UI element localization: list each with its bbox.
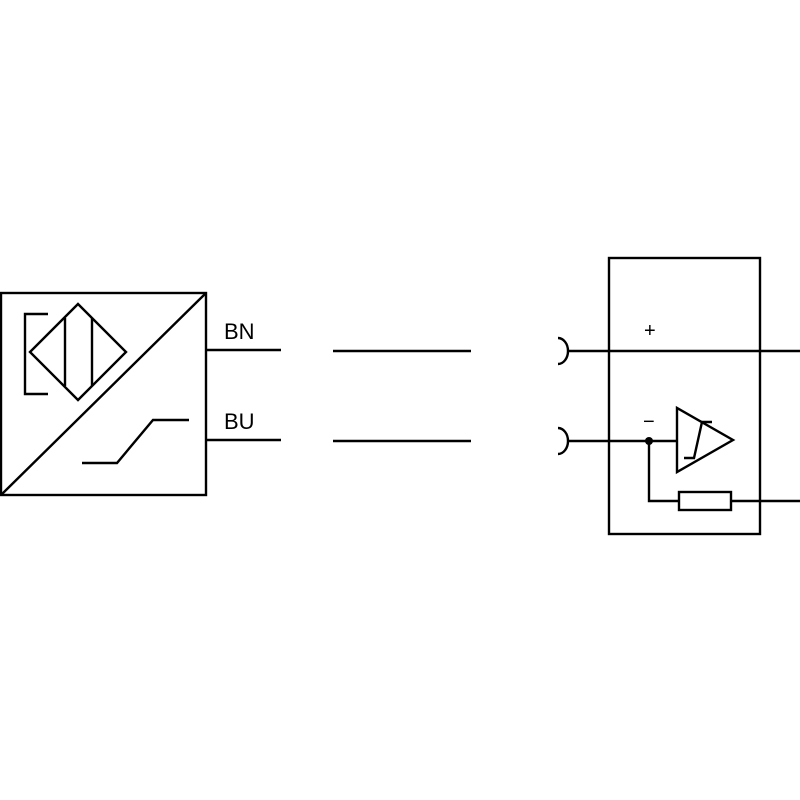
amplifier-box xyxy=(607,256,762,536)
sensor-body xyxy=(0,291,208,497)
sensor-diamond-icon xyxy=(28,302,128,402)
bu-wire-label: BU xyxy=(224,409,255,434)
hysteresis-icon xyxy=(684,420,712,460)
bn-wire-label: BN xyxy=(224,319,255,344)
minus-connector-icon xyxy=(557,426,570,456)
minus-sign: − xyxy=(643,411,655,433)
resistor-icon xyxy=(677,490,733,512)
sensor-diagonal xyxy=(0,292,207,496)
comparator-icon xyxy=(675,405,736,475)
plus-sign: + xyxy=(644,320,656,342)
resistor-branch-line xyxy=(647,441,679,503)
sensor-symbol xyxy=(0,291,208,497)
plus-connector-icon xyxy=(557,336,570,366)
switching-curve-icon xyxy=(82,418,189,465)
sensor-face-bracket xyxy=(23,312,48,396)
